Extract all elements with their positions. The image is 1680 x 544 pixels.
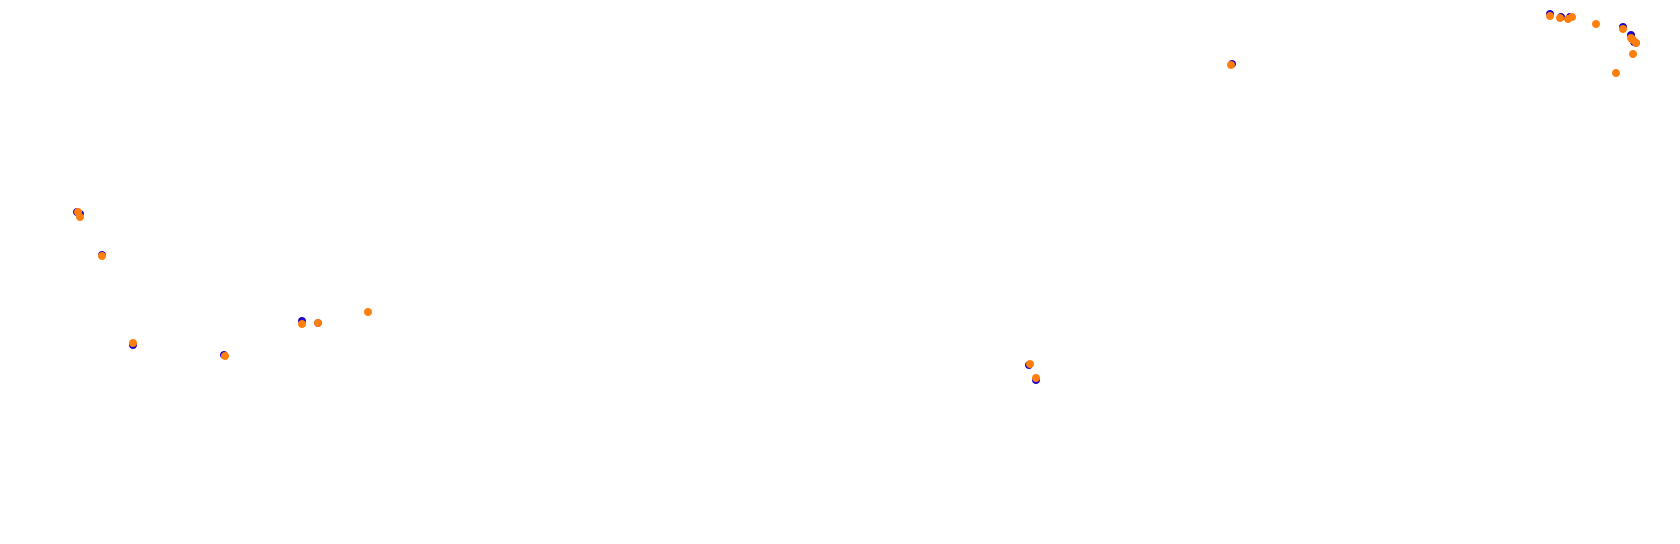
- data-point-series2-8: [364, 308, 372, 316]
- data-point-series2-12: [1546, 12, 1554, 20]
- data-point-series2-10: [1032, 374, 1040, 382]
- data-point-series2-7: [314, 319, 322, 327]
- data-point-series2-5: [221, 352, 229, 360]
- data-point-series2-17: [1619, 25, 1627, 33]
- data-point-series2-16: [1592, 20, 1600, 28]
- data-point-series2-15: [1568, 13, 1576, 21]
- data-point-series2-13: [1556, 14, 1564, 22]
- data-point-series2-4: [129, 339, 137, 347]
- data-point-series2-6: [298, 320, 306, 328]
- data-point-series2-11: [1227, 61, 1235, 69]
- data-points-group: [73, 10, 1640, 384]
- data-point-series2-21: [1629, 50, 1637, 58]
- data-point-series2-2: [76, 213, 84, 221]
- data-point-series2-3: [98, 252, 106, 260]
- data-point-series2-22: [1612, 69, 1620, 77]
- data-point-series2-9: [1026, 360, 1034, 368]
- data-point-series2-20: [1632, 39, 1640, 47]
